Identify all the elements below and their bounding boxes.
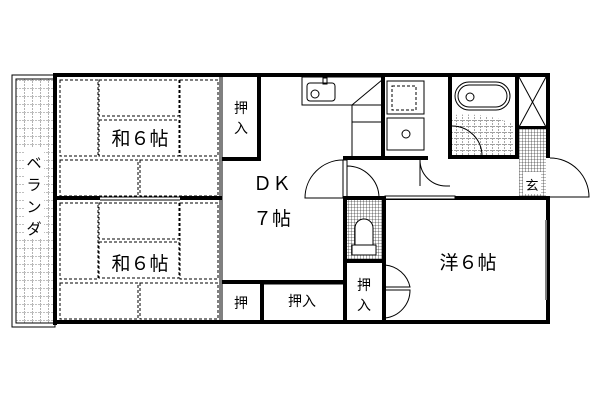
- room-label-dk: ＤＫ: [253, 173, 291, 195]
- closet-label-top-2: 入: [234, 121, 248, 137]
- kitchen-counter: [301, 76, 383, 158]
- closet-label-right-1: 押: [357, 278, 371, 294]
- balcony: [11, 74, 56, 328]
- shoe-closet: [517, 76, 547, 129]
- closet-label-top-1: 押: [234, 101, 248, 117]
- room-label-youshitsu: 洋６帖: [439, 252, 496, 274]
- door-arcs: [304, 157, 590, 319]
- closet-label-small: 押: [234, 296, 248, 312]
- balcony-char: ン: [26, 198, 41, 216]
- balcony-char: ダ: [26, 220, 41, 238]
- balcony-label: ベ ラ ン ダ: [24, 148, 44, 238]
- closet-label-bottom: 押入: [288, 294, 316, 310]
- balcony-char: ベ: [26, 154, 41, 172]
- room-label-washitsu-2: 和６帖: [111, 253, 168, 275]
- room-label-genkan: 玄: [525, 179, 538, 194]
- room-label-dk-size: ７帖: [253, 208, 291, 230]
- washbasin: [386, 80, 425, 151]
- toilet: [351, 218, 377, 256]
- tatami-room-1: [59, 79, 219, 197]
- tatami-room-2: [59, 202, 219, 320]
- bathtub: [451, 81, 514, 157]
- balcony-char: ラ: [26, 176, 41, 194]
- closet-label-right-2: 入: [357, 298, 371, 314]
- room-label-washitsu-1: 和６帖: [111, 128, 168, 150]
